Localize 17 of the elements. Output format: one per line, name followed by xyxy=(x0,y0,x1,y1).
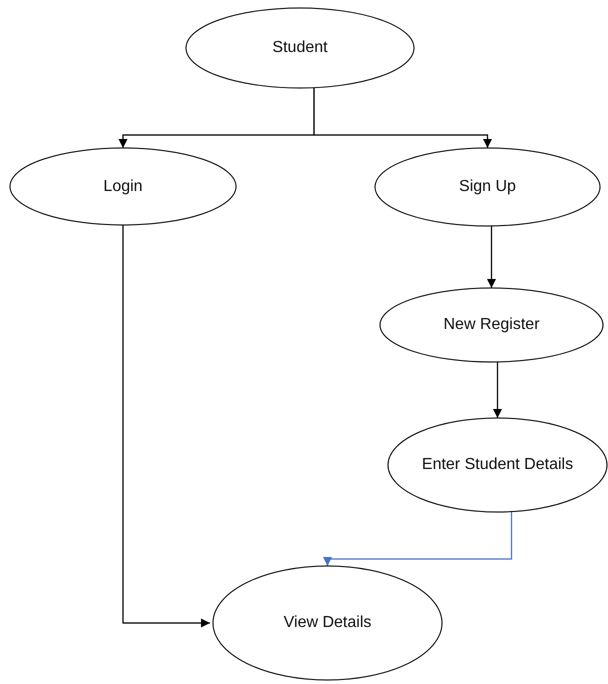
process-ellipse xyxy=(186,8,414,88)
process-ellipse xyxy=(380,288,603,362)
node-label: Login xyxy=(102,176,144,197)
process-ellipse xyxy=(375,148,600,226)
process-ellipse xyxy=(388,418,607,512)
arrow xyxy=(493,362,502,418)
node-label: Student xyxy=(271,38,329,58)
arrow xyxy=(323,512,512,566)
process-ellipse xyxy=(10,148,236,225)
process-ellipse xyxy=(213,566,442,680)
arrow xyxy=(313,88,492,148)
node-label: New Register xyxy=(442,315,541,336)
arrow xyxy=(122,225,210,628)
node-label: Sign Up xyxy=(458,177,517,198)
node-label: View Details xyxy=(282,613,372,634)
arrow xyxy=(487,226,496,288)
node-label: Enter Student Details xyxy=(420,455,574,476)
